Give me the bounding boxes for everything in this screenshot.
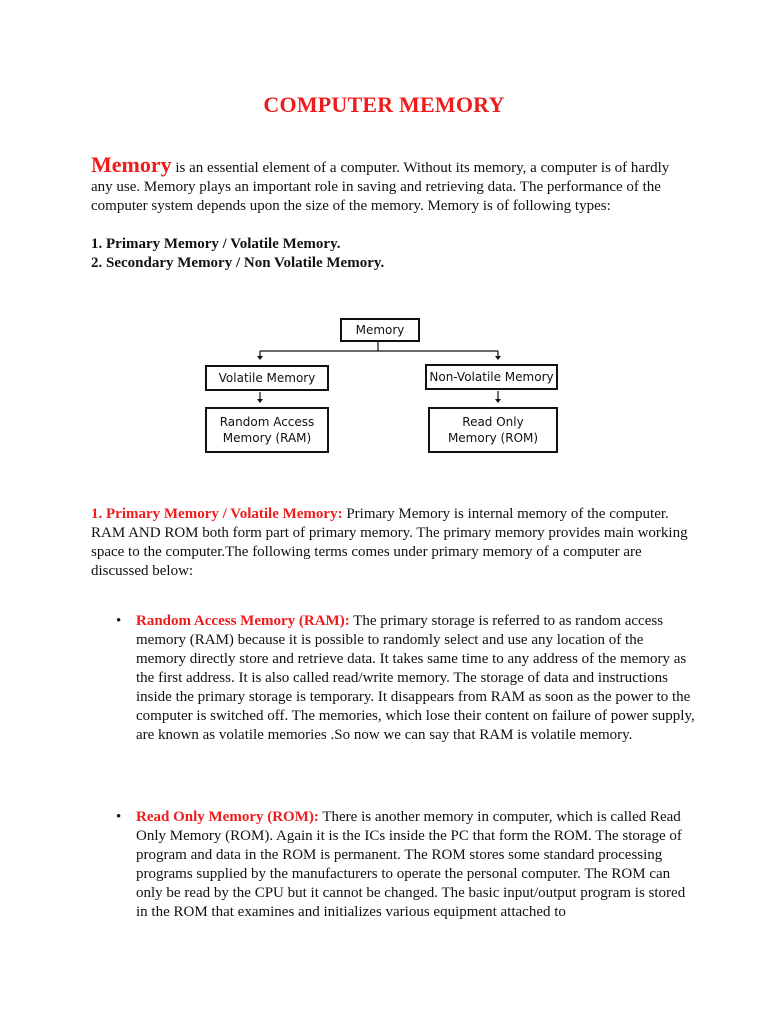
- primary-memory-paragraph: 1. Primary Memory / Volatile Memory: Pri…: [91, 505, 691, 581]
- diagram-node-volatile-memory: Volatile Memory: [205, 365, 329, 391]
- diagram-node-non-volatile-memory: Non-Volatile Memory: [425, 364, 558, 390]
- primary-memory-text: Primary Memory is internal memory of the…: [91, 506, 688, 579]
- diagram-connectors: [257, 342, 501, 403]
- bullet-text-ram: Random Access Memory (RAM): The primary …: [136, 612, 696, 745]
- intro-lead-word: Memory: [91, 152, 172, 177]
- primary-memory-heading: 1. Primary Memory / Volatile Memory:: [91, 506, 343, 522]
- intro-text: is an essential element of a computer. W…: [91, 160, 670, 214]
- rom-text: There is another memory in computer, whi…: [136, 809, 686, 920]
- rom-heading: Read Only Memory (ROM):: [136, 809, 319, 825]
- ram-heading: Random Access Memory (RAM):: [136, 613, 350, 629]
- diagram-node-memory: Memory: [340, 318, 420, 342]
- diagram-node-ram: Random Access Memory (RAM): [205, 407, 329, 453]
- bullet-text-rom: Read Only Memory (ROM): There is another…: [136, 808, 696, 922]
- memory-type-item: 2. Secondary Memory / Non Volatile Memor…: [91, 255, 385, 271]
- ram-text: The primary storage is referred to as ra…: [136, 613, 695, 743]
- diagram-node-rom: Read Only Memory (ROM): [428, 407, 558, 453]
- memory-hierarchy-diagram: Memory Volatile Memory Non-Volatile Memo…: [200, 315, 570, 455]
- memory-type-item: 1. Primary Memory / Volatile Memory.: [91, 236, 341, 252]
- intro-paragraph: Memory is an essential element of a comp…: [91, 152, 691, 216]
- bullet-icon: •: [116, 809, 122, 825]
- page-title: COMPUTER MEMORY: [263, 92, 505, 117]
- bullet-icon: •: [116, 613, 122, 629]
- memory-types-list: 1. Primary Memory / Volatile Memory. 2. …: [91, 235, 384, 273]
